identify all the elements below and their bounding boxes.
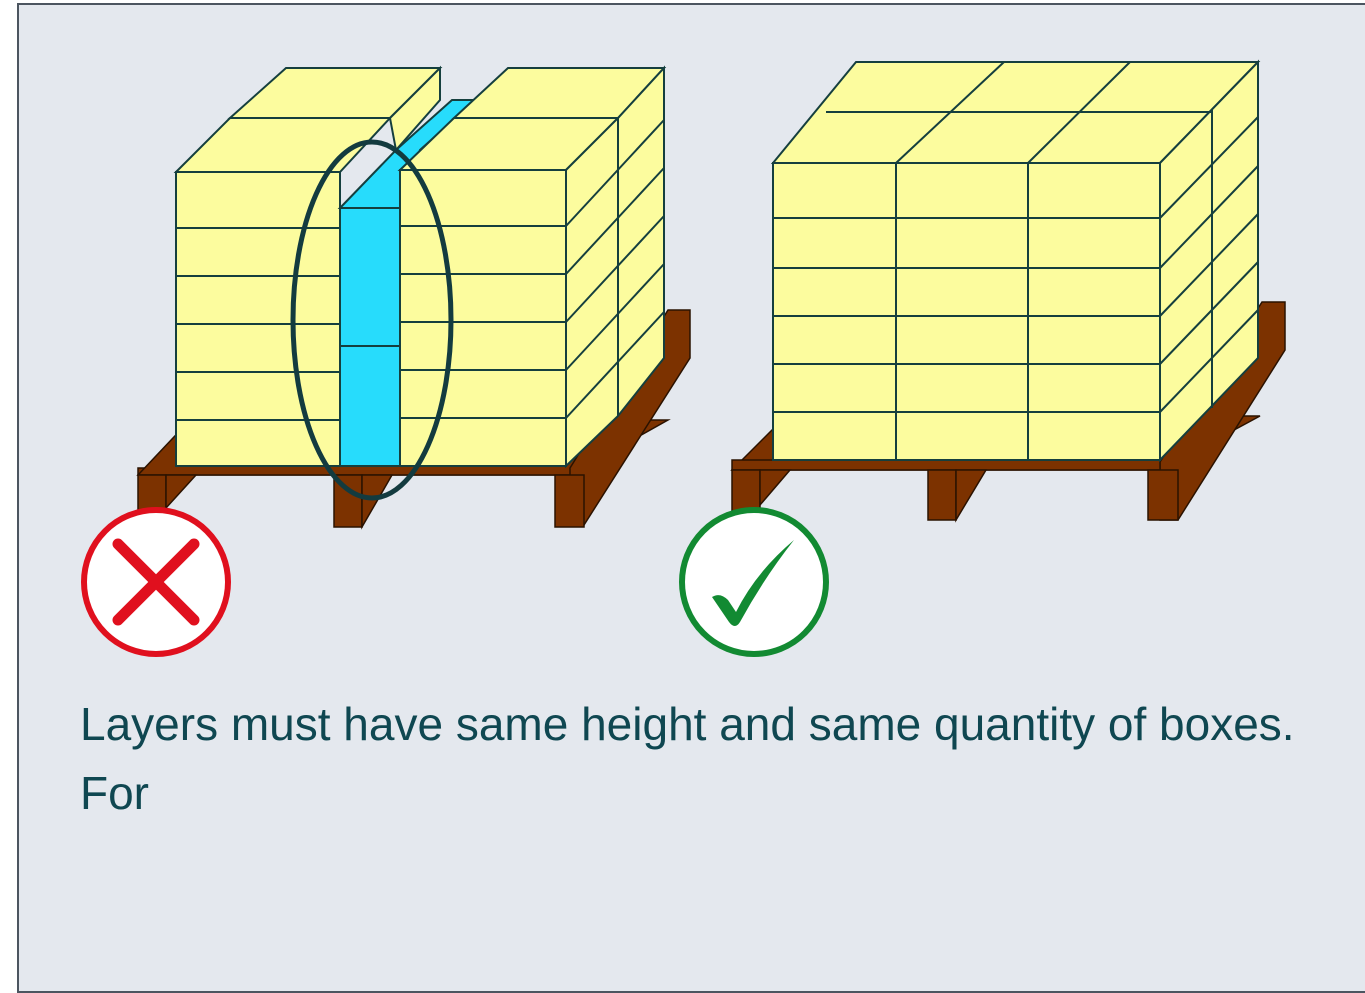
highlight-ellipse	[290, 139, 454, 501]
uniform-stack	[770, 59, 1261, 463]
right-pallet-deck-front	[731, 459, 1161, 471]
right-pallet-leg-2	[927, 469, 957, 521]
uniform-stack-grid-lines	[773, 61, 1259, 460]
right-stack-front	[399, 169, 567, 467]
check-icon	[679, 507, 829, 657]
right-pallet-leg-3	[1147, 469, 1179, 521]
left-stack-layer-lines	[176, 117, 340, 421]
mismatched-boxes	[337, 99, 479, 467]
left-pallet-leg-2-side	[361, 474, 394, 530]
mismatched-box-lower	[339, 345, 401, 467]
incorrect-pallet-stack	[136, 65, 691, 530]
correct-pallet-stack	[730, 59, 1286, 523]
caption-text: Layers must have same height and same qu…	[80, 698, 1295, 819]
mismatched-box-upper	[339, 207, 401, 347]
uniform-stack-side	[1159, 59, 1259, 463]
right-pallet-leg-2-side	[955, 469, 988, 523]
left-stack-side-upper	[388, 65, 441, 153]
left-stack-front	[175, 171, 341, 467]
cross-icon	[81, 507, 231, 657]
left-pallet-leg-1-side	[165, 474, 198, 510]
left-pallet-leg-3	[554, 474, 585, 528]
right-pallet-leg-1-side	[759, 469, 792, 508]
right-stack-layer-lines	[400, 118, 665, 419]
uniform-stack-front	[772, 162, 1161, 461]
